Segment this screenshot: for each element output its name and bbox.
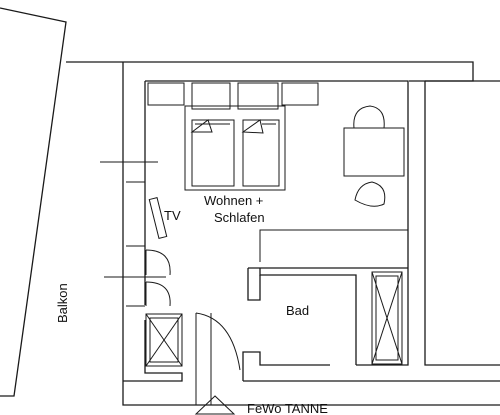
shower — [371, 271, 403, 365]
bath-label: Bad — [286, 303, 309, 318]
bed — [184, 105, 286, 191]
outer-walls — [66, 61, 500, 406]
swing-door-upper — [145, 249, 171, 276]
bath-wall-inner — [259, 268, 357, 365]
shelf-units — [147, 82, 319, 110]
closet — [145, 313, 183, 367]
room-label-living-line2: Schlafen — [214, 210, 265, 225]
entrance-door — [195, 312, 241, 405]
swing-door-lower — [145, 281, 171, 307]
chair-lower — [354, 181, 386, 207]
tv-unit — [148, 197, 168, 239]
wall-openings — [100, 161, 166, 307]
bath-wall-left — [247, 268, 261, 301]
kitchen-counter — [259, 229, 408, 262]
chair-upper — [353, 105, 385, 129]
balcony-outline — [0, 7, 67, 397]
dining-table — [343, 127, 405, 177]
entry-marker — [194, 395, 236, 415]
room-label-living-line1: Wohnen + — [204, 193, 263, 208]
balcony-label: Balkon — [55, 283, 70, 323]
apartment-title: FeWo TANNE — [247, 401, 328, 415]
tv-label: TV — [164, 208, 181, 223]
